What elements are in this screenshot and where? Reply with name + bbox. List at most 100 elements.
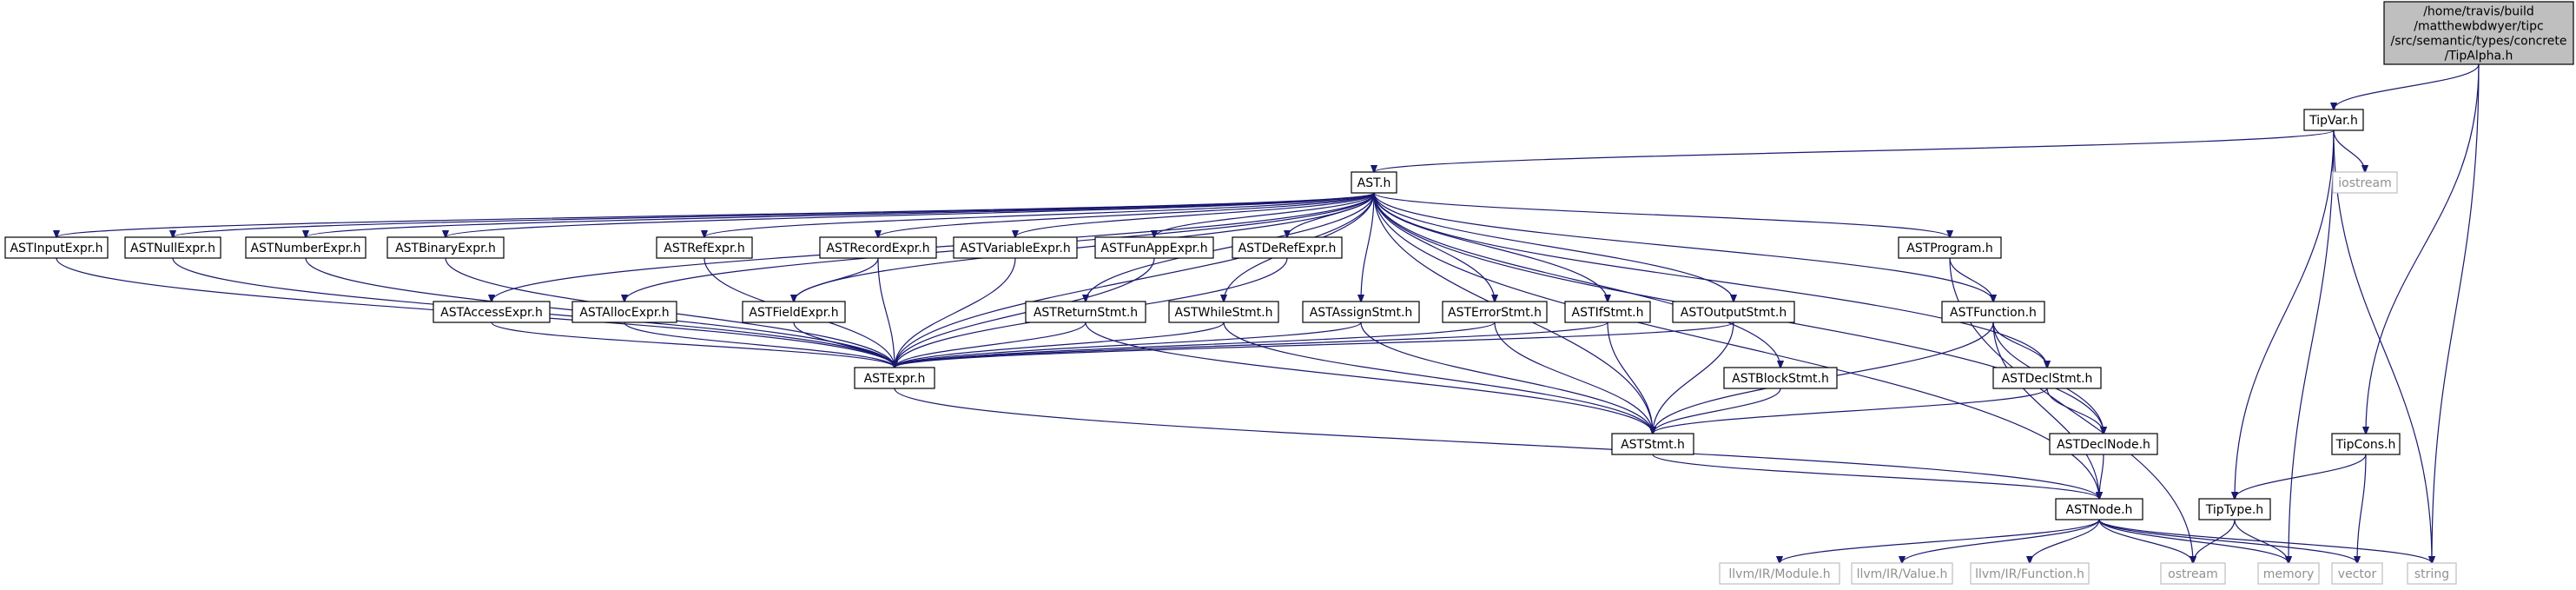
- node-label: /matthewbdwyer/tipc: [2414, 19, 2543, 33]
- node-label: llvm/IR/Value.h: [1857, 567, 1948, 581]
- node-box: [2407, 562, 2457, 585]
- node-box: [1168, 301, 1279, 323]
- node-astbinaryexpr[interactable]: ASTBinaryExpr.h: [386, 236, 505, 259]
- node-astdeclnode[interactable]: ASTDeclNode.h: [2049, 433, 2158, 455]
- edge-ast-to-asterrorstmt: [1373, 192, 1495, 302]
- node-astaccessexpr[interactable]: ASTAccessExpr.h: [433, 301, 551, 323]
- node-label: ASTWhileStmt.h: [1175, 306, 1273, 320]
- edge-ast-to-astassignstmt: [1361, 192, 1375, 302]
- node-llvm-value[interactable]: llvm/IR/Value.h: [1851, 562, 1953, 585]
- edge-astreturnstmt-to-astexpr: [895, 322, 1087, 368]
- node-box: [1611, 433, 1694, 455]
- node-aststmt[interactable]: ASTStmt.h: [1611, 433, 1694, 455]
- node-box: [2257, 562, 2320, 585]
- node-tipalpha[interactable]: /home/travis/build/matthewbdwyer/tipc/sr…: [2383, 1, 2574, 65]
- edge-astprogram-to-astfunction: [1949, 257, 1993, 302]
- node-iostream[interactable]: iostream: [2332, 171, 2398, 194]
- node-astwhilestmt[interactable]: ASTWhileStmt.h: [1168, 301, 1279, 323]
- node-label: ASTAssignStmt.h: [1310, 306, 1413, 320]
- node-label: ASTReturnStmt.h: [1034, 306, 1138, 320]
- node-box: [1025, 301, 1146, 323]
- edge-ast-to-astifstmt: [1373, 192, 1608, 302]
- edge-ast-to-astreturnstmt: [1086, 192, 1375, 302]
- node-label: llvm/IR/Module.h: [1728, 567, 1830, 581]
- edge-ast-to-astinputexpr: [56, 192, 1375, 237]
- node-box: [1851, 562, 1953, 585]
- edge-tipvar-to-memory: [2289, 129, 2335, 563]
- node-vector[interactable]: vector: [2331, 562, 2383, 585]
- edge-astrecordexpr-to-astfieldexpr: [794, 257, 879, 302]
- node-box: [1232, 236, 1343, 259]
- node-box: [1442, 301, 1548, 323]
- edge-ast-to-astdeclstmt: [1373, 192, 2047, 368]
- node-label: ASTErrorStmt.h: [1448, 306, 1542, 320]
- node-label: vector: [2338, 567, 2377, 581]
- edge-tipalpha-to-tipvar: [2334, 63, 2480, 109]
- node-astnode[interactable]: ASTNode.h: [2055, 498, 2143, 520]
- node-box: [124, 236, 221, 259]
- node-astrefexpr[interactable]: ASTRefExpr.h: [656, 236, 753, 259]
- node-string[interactable]: string: [2407, 562, 2457, 585]
- node-box: [1941, 301, 2045, 323]
- node-astexpr[interactable]: ASTExpr.h: [854, 367, 935, 389]
- node-box: [4, 236, 109, 259]
- node-box: [1351, 171, 1397, 194]
- node-memory[interactable]: memory: [2257, 562, 2320, 585]
- edge-tipvar-to-iostream: [2333, 129, 2365, 172]
- node-box: [1723, 367, 1838, 389]
- edge-astfieldexpr-to-astexpr: [793, 322, 895, 368]
- edge-astfunction-to-astnode: [1992, 322, 2099, 499]
- node-astifstmt[interactable]: ASTIfStmt.h: [1564, 301, 1651, 323]
- edge-astvariableexpr-to-astexpr: [895, 257, 1016, 368]
- node-label: memory: [2263, 567, 2315, 581]
- edge-ast-to-astrecordexpr: [878, 192, 1375, 237]
- node-label: ASTFunAppExpr.h: [1100, 242, 1207, 255]
- edge-tipvar-to-ast: [1374, 129, 2335, 172]
- node-label: ASTAccessExpr.h: [440, 306, 543, 320]
- edge-astifstmt-to-aststmt: [1607, 322, 1653, 434]
- node-box: [1992, 367, 2102, 389]
- node-label: /TipAlpha.h: [2445, 49, 2513, 63]
- node-asterrorstmt[interactable]: ASTErrorStmt.h: [1442, 301, 1548, 323]
- node-box: [2383, 1, 2574, 65]
- node-astblockstmt[interactable]: ASTBlockStmt.h: [1723, 367, 1838, 389]
- node-astnumberexpr[interactable]: ASTNumberExpr.h: [245, 236, 367, 259]
- node-tipcons[interactable]: TipCons.h: [2331, 433, 2401, 455]
- node-box: [2303, 109, 2364, 131]
- node-label: ASTFunction.h: [1950, 306, 2037, 320]
- node-label: ASTStmt.h: [1621, 438, 1685, 452]
- node-llvm-function[interactable]: llvm/IR/Function.h: [1970, 562, 2090, 585]
- node-astrecordexpr[interactable]: ASTRecordExpr.h: [819, 236, 937, 259]
- node-astvariableexpr[interactable]: ASTVariableExpr.h: [953, 236, 1078, 259]
- node-tiptype[interactable]: TipType.h: [2198, 498, 2271, 520]
- node-astoutputstmt[interactable]: ASTOutputStmt.h: [1672, 301, 1795, 323]
- node-box: [1094, 236, 1214, 259]
- edge-astdeclstmt-to-aststmt: [1653, 388, 2048, 434]
- node-box: [1719, 562, 1840, 585]
- node-astfunappexpr[interactable]: ASTFunAppExpr.h: [1094, 236, 1214, 259]
- node-astderefexpr[interactable]: ASTDeRefExpr.h: [1232, 236, 1343, 259]
- node-astfunction[interactable]: ASTFunction.h: [1941, 301, 2045, 323]
- node-label: string: [2414, 567, 2449, 581]
- node-astnullexpr[interactable]: ASTNullExpr.h: [124, 236, 221, 259]
- edge-astfunction-to-astdeclstmt: [1992, 322, 2047, 368]
- edge-astassignstmt-to-astexpr: [895, 322, 1362, 368]
- edge-tipcons-to-tiptype: [2235, 454, 2367, 499]
- node-ast[interactable]: AST.h: [1351, 171, 1397, 194]
- node-astinputexpr[interactable]: ASTInputExpr.h: [4, 236, 109, 259]
- node-label: ASTAllocExpr.h: [579, 306, 669, 320]
- node-tipvar[interactable]: TipVar.h: [2303, 109, 2364, 131]
- edge-asterrorstmt-to-astexpr: [895, 322, 1496, 368]
- node-label: ASTDeRefExpr.h: [1238, 242, 1337, 255]
- edge-astaccessexpr-to-astexpr: [491, 322, 895, 368]
- node-astdeclstmt[interactable]: ASTDeclStmt.h: [1992, 367, 2102, 389]
- node-astallocexpr[interactable]: ASTAllocExpr.h: [571, 301, 677, 323]
- node-astreturnstmt[interactable]: ASTReturnStmt.h: [1025, 301, 1146, 323]
- edge-tipvar-to-tiptype: [2235, 129, 2335, 499]
- node-astprogram[interactable]: ASTProgram.h: [1898, 236, 2002, 259]
- node-ostream[interactable]: ostream: [2160, 562, 2226, 585]
- node-llvm-module[interactable]: llvm/IR/Module.h: [1719, 562, 1840, 585]
- node-astassignstmt[interactable]: ASTAssignStmt.h: [1302, 301, 1420, 323]
- node-astfieldexpr[interactable]: ASTFieldExpr.h: [742, 301, 846, 323]
